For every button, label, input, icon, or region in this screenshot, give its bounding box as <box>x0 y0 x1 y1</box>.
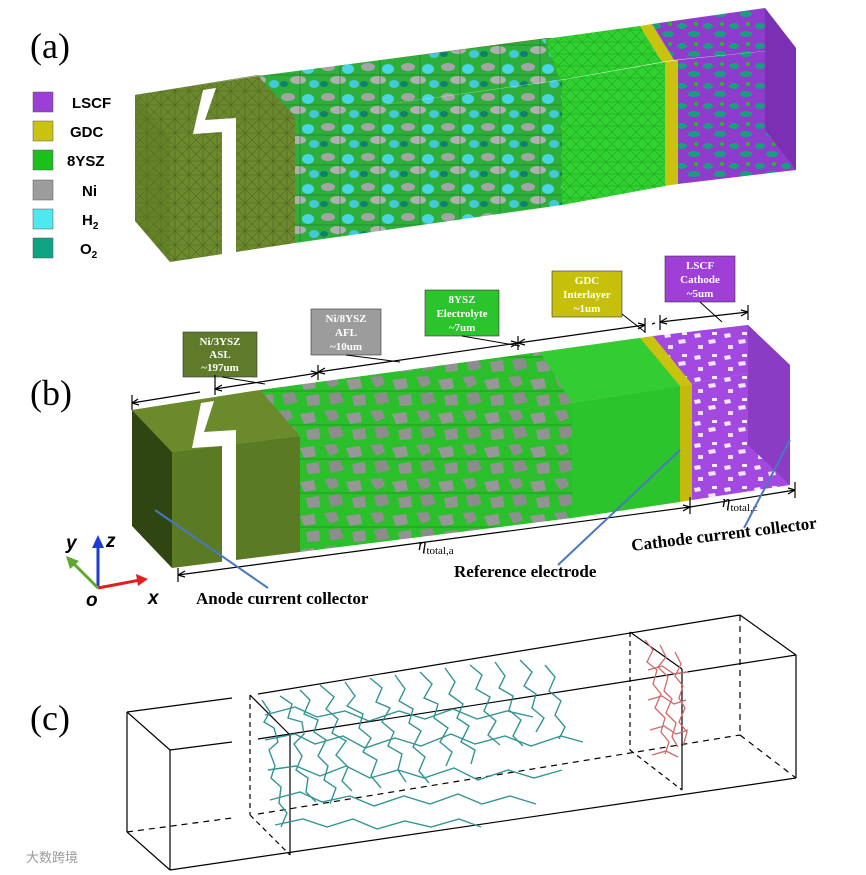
anode-current-collector-label: Anode current collector <box>196 589 369 608</box>
svg-text:LSCF: LSCF <box>72 95 111 112</box>
svg-text:~197um: ~197um <box>201 362 239 374</box>
svg-text:~5um: ~5um <box>687 288 714 300</box>
panel-label-b: (b) <box>30 373 72 413</box>
svg-text:Cathode: Cathode <box>680 274 720 286</box>
svg-text:~10um: ~10um <box>330 341 362 353</box>
svg-text:GDC: GDC <box>70 124 104 141</box>
legend-item-lscf: LSCF <box>33 92 111 112</box>
legend-item-8ysz: 8YSZ <box>33 150 105 170</box>
callout-electrolyte: 8YSZ Electrolyte ~7um <box>425 290 520 346</box>
callout-gdc: GDC Interlayer ~1um <box>552 271 645 332</box>
legend-item-h2: H2 <box>33 209 99 232</box>
reference-electrode-label: Reference electrode <box>454 562 597 581</box>
panel-label-a: (a) <box>30 26 70 66</box>
cathode-current-collector-label: Cathode current collector <box>630 513 818 555</box>
callout-cathode: LSCF Cathode ~5um <box>665 256 735 322</box>
panel-label-c: (c) <box>30 698 70 738</box>
svg-text:8YSZ: 8YSZ <box>67 153 105 170</box>
svg-text:y: y <box>65 533 78 554</box>
svg-text:O2: O2 <box>80 241 98 261</box>
svg-text:~7um: ~7um <box>449 322 476 334</box>
callout-afl: Ni/8YSZ AFL ~10um <box>311 309 400 362</box>
svg-text:H2: H2 <box>82 212 99 232</box>
mesh-bar-a <box>135 8 796 262</box>
svg-text:LSCF: LSCF <box>686 260 714 272</box>
watermark: 大数跨境 <box>26 851 78 866</box>
legend-item-gdc: GDC <box>33 121 104 141</box>
svg-text:GDC: GDC <box>575 275 600 287</box>
svg-text:Ni: Ni <box>82 183 97 200</box>
axis-triad: z y x o <box>65 531 160 611</box>
svg-text:AFL: AFL <box>335 327 357 339</box>
eta-total-a: ηtotal,a <box>418 535 454 557</box>
svg-text:8YSZ: 8YSZ <box>449 294 476 306</box>
svg-text:Ni/8YSZ: Ni/8YSZ <box>326 313 367 325</box>
svg-text:x: x <box>147 588 160 609</box>
svg-text:ASL: ASL <box>209 349 230 361</box>
legend: LSCF GDC 8YSZ Ni H2 O2 <box>33 92 111 261</box>
svg-text:~1um: ~1um <box>574 303 601 315</box>
legend-item-o2: O2 <box>33 238 98 261</box>
svg-text:Ni/3YSZ: Ni/3YSZ <box>200 336 241 348</box>
svg-text:Interlayer: Interlayer <box>563 289 611 301</box>
svg-text:Electrolyte: Electrolyte <box>436 308 487 320</box>
svg-text:z: z <box>105 531 116 552</box>
svg-text:o: o <box>86 590 98 611</box>
callout-asl: Ni/3YSZ ASL ~197um <box>183 332 265 384</box>
legend-item-ni: Ni <box>33 180 97 200</box>
